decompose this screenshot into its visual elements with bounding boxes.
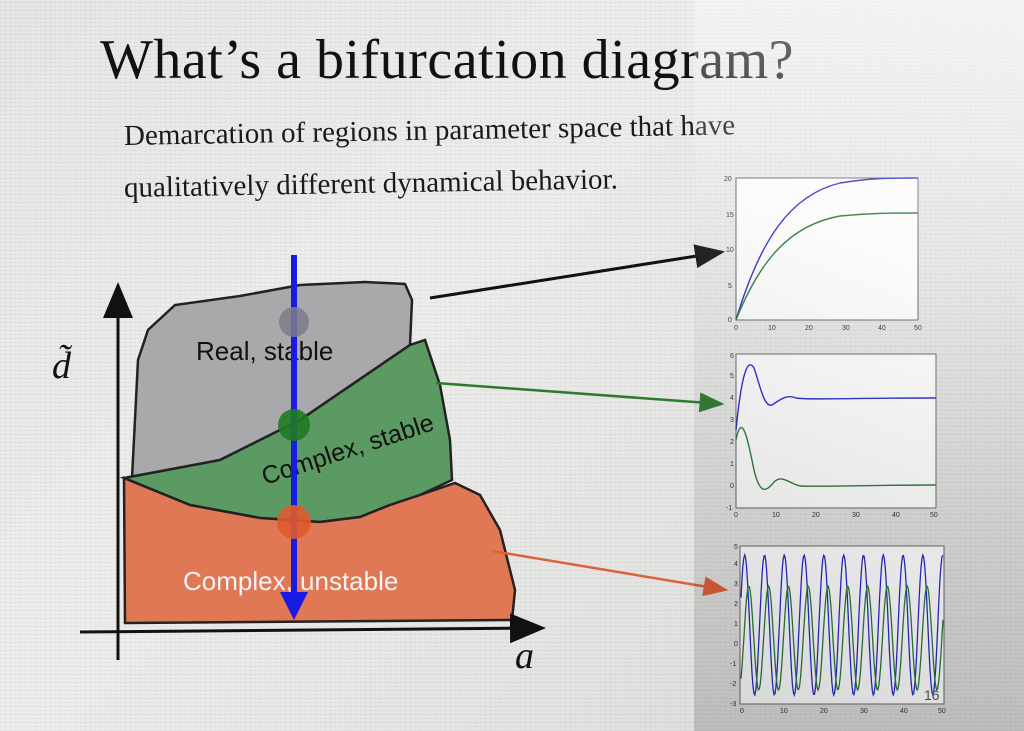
plot1-ytick: 15 — [726, 212, 734, 219]
plot3-ytick: 2 — [734, 601, 738, 608]
plot1-ytick: 5 — [728, 283, 732, 290]
x-axis — [79, 613, 546, 644]
plot3-xtick: 50 — [938, 708, 946, 715]
plot2-ytick: 3 — [730, 417, 734, 424]
marker-real — [279, 307, 309, 337]
plot2-ytick: 5 — [730, 373, 734, 380]
plot-complex-unstable: -3 -2 -1 0 1 2 3 4 5 0 10 20 30 40 50 — [730, 544, 946, 715]
region-label-real-stable: Real, stable — [196, 336, 333, 366]
plot2-xtick: 50 — [930, 512, 938, 519]
plot3-xtick: 20 — [820, 708, 828, 715]
plot2-ytick: 6 — [730, 353, 734, 360]
plot1-xtick: 40 — [878, 325, 886, 332]
plot1-ytick: 20 — [724, 176, 732, 183]
plot1-xtick: 20 — [805, 325, 813, 332]
plot2-xtick: 20 — [812, 512, 820, 519]
plot1-xtick: 30 — [842, 325, 850, 332]
slide-title: What’s a bifurcation diagram? — [100, 29, 794, 91]
plot1-xtick: 0 — [734, 325, 738, 332]
plot2-ytick: 2 — [730, 439, 734, 446]
plot3-xtick: 0 — [740, 708, 744, 715]
plot3-ytick: -3 — [730, 701, 736, 708]
plot2-ytick: -1 — [726, 505, 732, 512]
plot1-ytick: 0 — [728, 317, 732, 324]
plot1-xtick: 50 — [914, 325, 922, 332]
plot1-xtick: 10 — [768, 325, 776, 332]
pointer-arrow-real — [429, 244, 725, 300]
plot2-xtick: 10 — [772, 512, 780, 519]
plot2-xtick: 40 — [892, 512, 900, 519]
pointer-arrow-complex-unstable — [491, 549, 729, 597]
plot2-xtick: 30 — [852, 512, 860, 519]
plot3-xtick: 30 — [860, 708, 868, 715]
plot2-ytick: 0 — [730, 483, 734, 490]
plot3-xtick: 10 — [780, 708, 788, 715]
plot3-ytick: -1 — [730, 661, 736, 668]
plot3-ytick: -2 — [730, 681, 736, 688]
plot1-ytick: 10 — [726, 247, 734, 254]
parameter-sweep-arrowhead — [280, 592, 308, 620]
plot-complex-stable: -1 0 1 2 3 4 5 6 0 10 20 30 40 50 — [726, 353, 938, 519]
plot2-ytick: 1 — [730, 461, 734, 468]
plot3-ytick: 0 — [734, 641, 738, 648]
plot2-xtick: 0 — [734, 512, 738, 519]
marker-complex-unstable — [277, 505, 311, 539]
plot2-ytick: 4 — [730, 395, 734, 402]
y-axis-label: d̃ — [52, 344, 73, 387]
plot3-ytick: 5 — [734, 544, 738, 551]
page-number: 16 — [924, 687, 940, 703]
x-axis-label: a — [515, 635, 534, 677]
plot3-xtick: 40 — [900, 708, 908, 715]
plot3-ytick: 4 — [734, 561, 738, 568]
plot3-ytick: 3 — [734, 581, 738, 588]
plot-real-stable: 0 5 10 15 20 0 10 20 30 40 50 — [724, 176, 922, 332]
marker-complex-stable — [278, 409, 310, 441]
pointer-arrow-complex-stable — [435, 381, 725, 413]
region-label-complex-unstable: Complex, unstable — [183, 566, 398, 596]
plot3-ytick: 1 — [734, 621, 738, 628]
